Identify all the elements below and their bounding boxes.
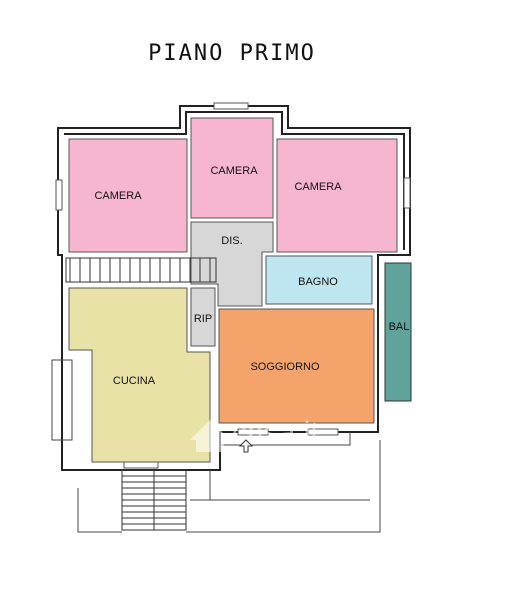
room-bagno	[265, 255, 373, 305]
stairs-lower	[121, 469, 187, 531]
label-camera-1: CAMERA	[94, 190, 142, 202]
room-dis	[190, 221, 274, 307]
room-camera-2	[190, 117, 274, 219]
label-cucina: CUCINA	[113, 375, 156, 387]
label-soggiorno: SOGGIORNO	[250, 361, 320, 373]
windows	[55, 102, 411, 469]
plan-title: PIANO PRIMO	[148, 41, 316, 66]
room-cucina	[68, 287, 211, 463]
label-bagno: BAGNO	[298, 276, 338, 288]
watermark-text: casa.it	[232, 416, 319, 449]
label-camera-3: CAMERA	[294, 181, 342, 193]
room-rip	[190, 287, 216, 347]
stairs-upper	[65, 257, 217, 283]
terrace-outline	[51, 359, 381, 533]
label-bal: BAL	[389, 321, 410, 333]
watermark: casa.it	[190, 416, 319, 452]
entry-arrow-icon	[238, 439, 254, 453]
room-camera-1	[68, 138, 188, 253]
label-dis: DIS.	[221, 235, 242, 247]
label-rip: RIP	[194, 313, 212, 325]
label-camera-2: CAMERA	[210, 165, 258, 177]
room-camera-3	[276, 138, 398, 253]
room-soggiorno	[218, 308, 375, 424]
room-bal	[384, 262, 412, 402]
